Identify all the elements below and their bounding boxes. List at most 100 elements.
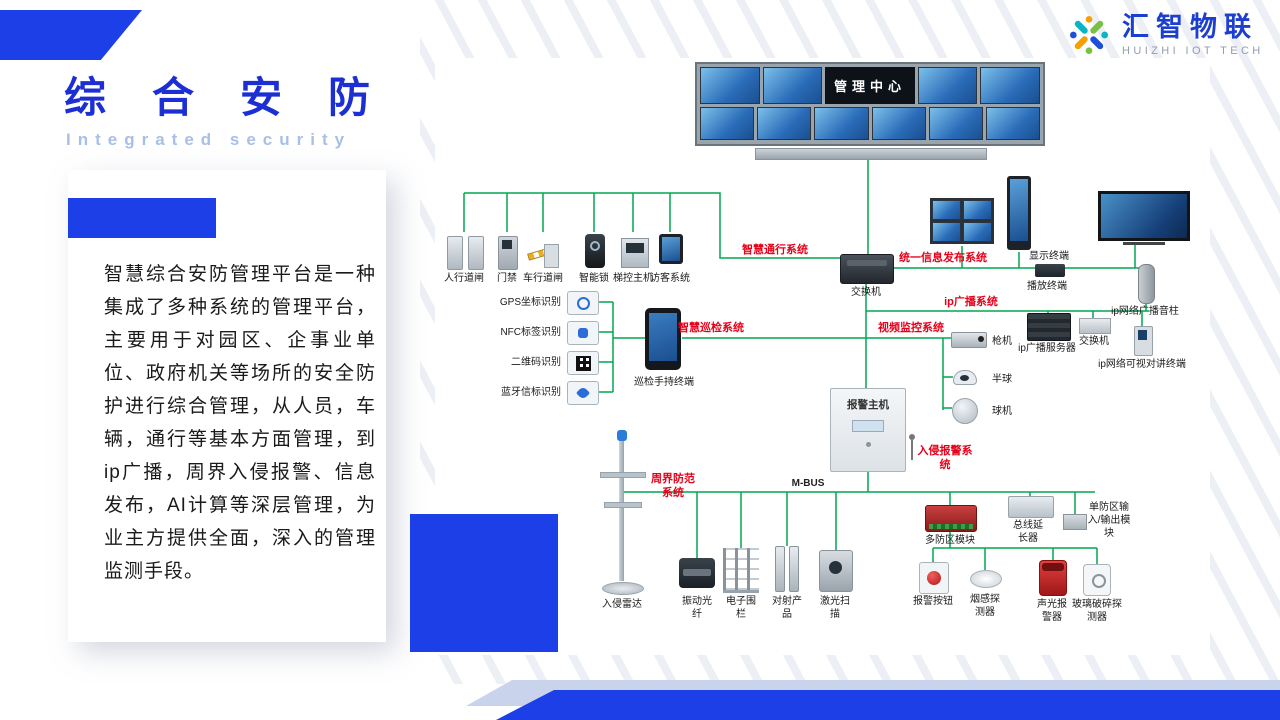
blue-square-decoration [410, 514, 558, 652]
alarm-host-label: 报警主机 [847, 399, 889, 411]
page-subtitle: Integrated security [66, 130, 352, 149]
vibration-fiber-label: 振动光纤 [682, 596, 712, 620]
alarm-host-screen [852, 420, 884, 432]
glass-break-detector-icon [1083, 564, 1111, 596]
wall-screen [762, 67, 823, 104]
laser-scan-icon [819, 550, 853, 592]
logo-text: 汇智物联 HUIZHI IOT TECH [1122, 11, 1264, 58]
display-terminal-label: 显示终端 [1029, 251, 1069, 262]
intercom-terminal-label: ip网络可视对讲终端 [1098, 359, 1186, 370]
patrol-system-label: 智慧巡检系统 [678, 322, 744, 334]
vehicle-gate-icon [527, 242, 561, 268]
wall-screen [700, 67, 760, 104]
security-system-diagram: 管理中心 人行道闸 门禁 车行道闸 智能锁 梯控主机 访客系统 智 [435, 58, 1210, 655]
wall-screen [814, 107, 869, 140]
wall-screen [757, 107, 812, 140]
qr-id-icon [567, 351, 599, 375]
patrol-handheld-icon [645, 308, 681, 370]
sound-light-alarm-label: 声光报警器 [1037, 599, 1067, 623]
elevator-host-icon [621, 238, 649, 268]
logo: 汇智物联 HUIZHI IOT TECH [1066, 12, 1264, 58]
broadcast-server-label: ip广播服务器 [1018, 343, 1076, 354]
qr-id-label: 二维码识别 [511, 357, 561, 368]
accent-rectangle [68, 198, 216, 238]
electric-fence-icon [723, 548, 759, 593]
intrusion-radar-icon [598, 430, 646, 598]
alarm-button-label: 报警按钮 [913, 596, 953, 607]
electric-fence-label: 电子围栏 [726, 596, 756, 620]
alarm-host-icon: 报警主机 [830, 388, 906, 472]
secondary-switch-label: 交换机 [1079, 336, 1109, 347]
mbus-label: M-BUS [791, 478, 825, 489]
play-terminal-label: 播放终端 [1027, 281, 1067, 292]
broadcast-system-label: ip广播系统 [944, 296, 998, 308]
tv-display-icon [1098, 191, 1190, 241]
multi-zone-module-label: 多防区模块 [925, 535, 975, 546]
intrusion-antenna-icon [909, 434, 915, 460]
intro-paragraph: 智慧综合安防管理平台是一种集成了多种系统的管理平台，主要用于对园区、企事业单位、… [104, 264, 376, 582]
vertical-display-icon [1007, 176, 1031, 250]
smart-lock-label: 智能锁 [579, 273, 609, 284]
page-title: 综合安防 [64, 74, 417, 121]
alarm-host-lock [865, 442, 871, 447]
vibration-fiber-icon [679, 558, 715, 588]
visitor-system-label: 访客系统 [650, 273, 690, 284]
wall-screen [932, 200, 961, 220]
patrol-handheld-label: 巡检手持终端 [634, 377, 694, 388]
wall-top-row: 管理中心 [700, 67, 1040, 104]
dome-camera-label: 半球 [992, 374, 1012, 385]
tv-stand [1123, 242, 1165, 245]
play-terminal-icon [1035, 264, 1065, 277]
dome-camera-icon [953, 370, 977, 385]
core-switch-icon [840, 254, 894, 284]
wall-screen [928, 107, 983, 140]
wall-screen [985, 107, 1040, 140]
perimeter-system-label: 周界防范系统 [651, 473, 695, 500]
video-system-label: 视频监控系统 [878, 322, 944, 334]
secondary-switch-icon [1079, 318, 1111, 334]
bullet-camera-icon [951, 332, 987, 348]
single-zone-module-label: 单防区输入/输出模块 [1087, 502, 1131, 539]
gps-id-label: GPS坐标识别 [499, 297, 561, 308]
wall-stand [755, 148, 987, 160]
alarm-button-icon [919, 562, 949, 594]
bus-extender-icon [1008, 496, 1054, 518]
beam-product-icon [775, 546, 799, 592]
pedestrian-gate-label: 人行道闸 [444, 273, 484, 284]
wall-screen [963, 222, 992, 242]
management-center-label: 管理中心 [825, 67, 915, 104]
access-system-label: 智慧通行系统 [742, 244, 808, 256]
wall-bottom-row [700, 107, 1040, 140]
management-center-wall: 管理中心 [695, 62, 1045, 146]
intrusion-radar-label: 入侵雷达 [602, 599, 642, 610]
smoke-detector-label: 烟感探测器 [970, 594, 1000, 618]
door-access-label: 门禁 [497, 273, 517, 284]
pedestrian-gate-icon [447, 236, 484, 270]
visitor-system-icon [659, 234, 683, 264]
nfc-id-label: NFC标签识别 [500, 327, 561, 338]
wall-screen [917, 67, 978, 104]
nfc-id-icon [567, 321, 599, 345]
speaker-column-label: ip网络广播音柱 [1111, 306, 1179, 317]
bullet-camera-label: 枪机 [992, 336, 1012, 347]
connection-lines [463, 160, 1150, 570]
logo-brand-subtitle: HUIZHI IOT TECH [1122, 45, 1264, 58]
vehicle-gate-label: 车行道闸 [523, 273, 563, 284]
wall-screen [980, 67, 1040, 104]
broadcast-server-icon [1027, 313, 1071, 341]
sound-light-alarm-icon [1039, 560, 1067, 596]
core-switch-label: 交换机 [851, 287, 881, 298]
wall-screen [963, 200, 992, 220]
display-wall-icon [930, 198, 994, 244]
bluetooth-id-label: 蓝牙信标识别 [501, 387, 561, 398]
wall-screen [700, 107, 755, 140]
ptz-camera-icon [952, 398, 978, 424]
bluetooth-id-icon [567, 381, 599, 405]
intro-card [68, 170, 386, 642]
beam-product-label: 对射产品 [772, 596, 802, 620]
intercom-terminal-icon [1134, 326, 1153, 356]
elevator-host-label: 梯控主机 [613, 273, 653, 284]
wall-screen [871, 107, 926, 140]
logo-brand-name: 汇智物联 [1122, 11, 1258, 42]
